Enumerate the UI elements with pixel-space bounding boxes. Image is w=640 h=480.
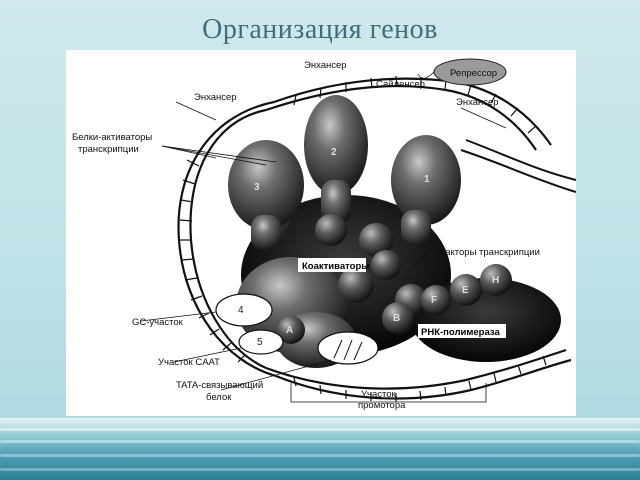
rna-pol-label-bg [418,324,506,338]
wave-line [0,440,640,443]
label-transcription-factors: Факторы транскрипции [438,247,540,258]
number-1: 1 [424,174,430,185]
wave-line [0,428,640,431]
label-tata-1: TATA-связывающий [176,380,263,391]
label-activators-1: Белки-активаторы [72,132,152,143]
letter-f: F [431,295,437,306]
number-5: 5 [257,337,263,348]
gc-element [215,293,273,327]
number-3: 3 [254,182,260,193]
letter-b: B [393,313,400,324]
letter-e: E [462,285,469,296]
dna-helix [177,75,576,402]
coactivator-balls [315,214,427,316]
slide-title: Организация генов [202,14,438,45]
caat-element [238,329,284,355]
label-promoter-2: промотора [358,400,406,411]
gene-organization-diagram: Энхансер Сайленсер Репрессор Энхансер Эн… [66,50,576,416]
water-footer-decoration [0,418,640,480]
wave-line [0,468,640,471]
promoter-elements [215,293,379,365]
activator-proteins [228,95,461,250]
label-rna-polymerase: РНК-полимераза [421,327,500,338]
wave-line [0,454,640,457]
activator-3 [228,140,304,230]
label-activators-2: транскрипции [78,144,139,155]
label-silencer: Сайленсер [376,79,425,90]
leader-lines [140,71,507,403]
activator-1 [391,135,461,225]
tata-element [317,331,379,365]
label-repressor: Репрессор [450,68,497,79]
letter-a: A [286,325,293,336]
label-caat: Участок CAAT [158,357,220,368]
label-enhancer-top: Энхансер [304,60,347,71]
number-4: 4 [238,305,244,316]
number-2: 2 [331,147,337,158]
label-tata-2: белок [206,392,232,403]
label-coactivators: Коактиваторы [302,261,369,272]
label-enhancer-right: Энхансер [456,97,499,108]
label-gc: GC-участок [132,317,184,328]
label-enhancer-left: Энхансер [194,92,237,103]
coactivators-label-bg [298,258,366,272]
diagram-canvas: Энхансер Сайленсер Репрессор Энхансер Эн… [72,58,576,411]
letter-h: H [492,275,499,286]
transcription-factor-balls [277,264,512,344]
activator-2 [304,95,368,195]
label-promoter-1: Участок [361,389,397,400]
